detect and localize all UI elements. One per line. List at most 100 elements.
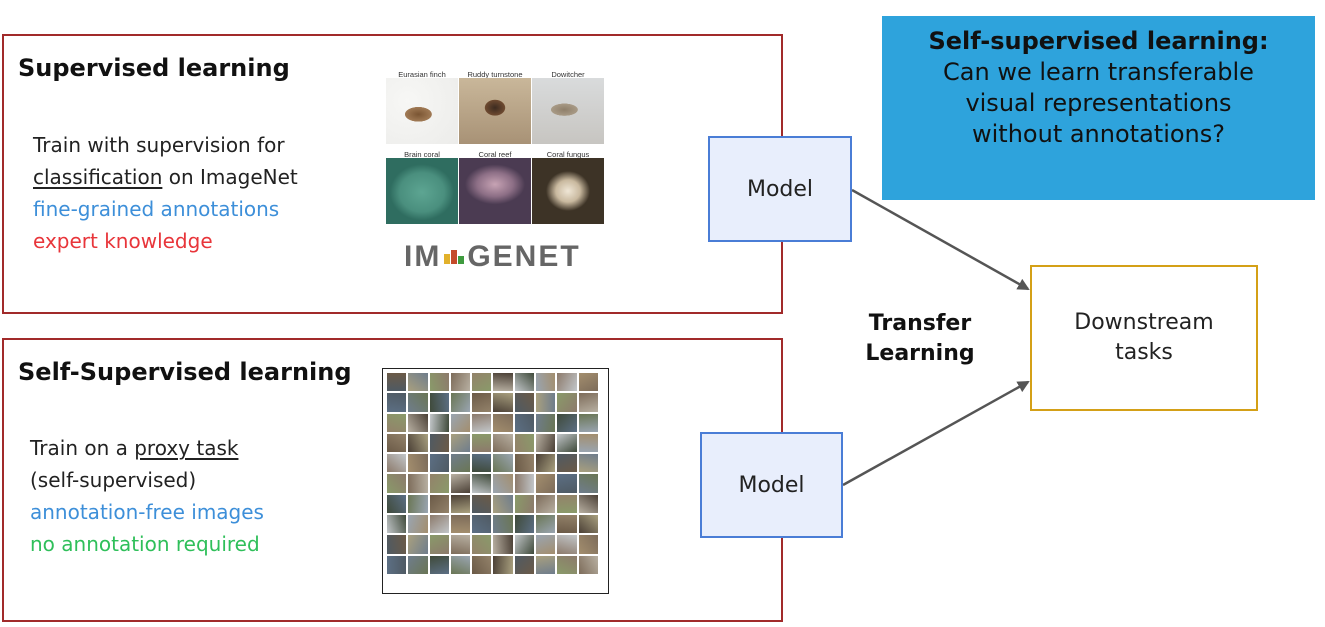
mosaic-thumbnail bbox=[450, 515, 471, 534]
mosaic-thumbnail bbox=[472, 433, 492, 453]
image-caption: Eurasian finch bbox=[398, 70, 446, 79]
self-supervised-learning-description: Train on a proxy task (self-supervised) … bbox=[30, 432, 264, 560]
mosaic-thumbnail bbox=[450, 555, 471, 574]
transfer-learning-label: Transfer Learning bbox=[865, 311, 975, 366]
unlabeled-image-mosaic bbox=[382, 368, 609, 594]
mosaic-thumbnail bbox=[536, 474, 556, 493]
mosaic-thumbnail bbox=[536, 515, 556, 534]
mosaic-thumbnail bbox=[514, 474, 535, 493]
callout-line-2: visual representations bbox=[965, 89, 1232, 117]
self-supervised-question-callout: Self-supervised learning: Can we learn t… bbox=[882, 16, 1315, 200]
mosaic-thumbnail bbox=[450, 393, 471, 412]
mosaic-thumbnail bbox=[408, 535, 428, 554]
mosaic-thumbnail bbox=[514, 535, 535, 554]
ruddy-turnstone-image bbox=[459, 78, 531, 144]
mosaic-thumbnail bbox=[536, 433, 556, 453]
mosaic-thumbnail bbox=[557, 535, 577, 554]
mosaic-thumbnail bbox=[387, 373, 407, 392]
mosaic-thumbnail bbox=[578, 555, 598, 574]
imagenet-logo-mark bbox=[442, 244, 466, 266]
mosaic-thumbnail bbox=[429, 393, 449, 412]
mosaic-thumbnail bbox=[514, 413, 535, 432]
mosaic-thumbnail bbox=[536, 393, 556, 412]
brain-coral-image bbox=[386, 158, 458, 224]
mosaic-thumbnail bbox=[429, 515, 449, 534]
mosaic-thumbnail bbox=[472, 555, 492, 574]
supervised-learning-title: Supervised learning bbox=[18, 54, 290, 82]
mosaic-thumbnail bbox=[472, 474, 492, 493]
mosaic-thumbnail bbox=[450, 474, 471, 493]
mosaic-thumbnail bbox=[408, 433, 428, 453]
mosaic-thumbnail bbox=[408, 515, 428, 534]
mosaic-thumbnail bbox=[557, 494, 577, 514]
image-caption: Coral reef bbox=[478, 150, 512, 159]
coral-reef-image bbox=[459, 158, 531, 224]
coral-fungus-image bbox=[532, 158, 604, 224]
mosaic-thumbnail bbox=[429, 454, 449, 473]
mosaic-thumbnail bbox=[387, 393, 407, 412]
image-caption: Ruddy turnstone bbox=[467, 70, 523, 79]
mosaic-thumbnail bbox=[387, 474, 407, 493]
mosaic-thumbnail bbox=[514, 494, 535, 514]
mosaic-thumbnail bbox=[472, 454, 492, 473]
mosaic-thumbnail bbox=[408, 555, 428, 574]
mosaic-thumbnail bbox=[472, 494, 492, 514]
mosaic-thumbnail bbox=[514, 433, 535, 453]
mosaic-thumbnail bbox=[514, 454, 535, 473]
mosaic-thumbnail bbox=[450, 535, 471, 554]
supervised-line-2-rest: on ImageNet bbox=[162, 165, 298, 189]
arrow-bottom-model-to-downstream bbox=[842, 380, 1030, 487]
mosaic-thumbnail bbox=[429, 494, 449, 514]
mosaic-thumbnail bbox=[536, 555, 556, 574]
no-annotation-required-text: no annotation required bbox=[30, 532, 260, 556]
mosaic-thumbnail bbox=[387, 515, 407, 534]
mosaic-thumbnail bbox=[578, 474, 598, 493]
callout-heading: Self-supervised learning: bbox=[928, 27, 1269, 55]
mosaic-thumbnail bbox=[408, 373, 428, 392]
mosaic-thumbnail bbox=[387, 535, 407, 554]
mosaic-thumbnail bbox=[493, 393, 513, 412]
downstream-tasks-box: Downstream tasks bbox=[1030, 265, 1258, 411]
model-label: Model bbox=[746, 176, 814, 202]
mosaic-thumbnail bbox=[429, 555, 449, 574]
supervised-learning-description: Train with supervision for classificatio… bbox=[33, 129, 298, 257]
mosaic-thumbnail bbox=[514, 555, 535, 574]
mosaic-thumbnail bbox=[493, 474, 513, 493]
mosaic-thumbnail bbox=[387, 454, 407, 473]
mosaic-thumbnail bbox=[429, 433, 449, 453]
mosaic-thumbnail bbox=[514, 515, 535, 534]
mosaic-thumbnail bbox=[493, 454, 513, 473]
mosaic-thumbnail bbox=[493, 433, 513, 453]
classification-term: classification bbox=[33, 165, 163, 189]
mosaic-thumbnail bbox=[536, 413, 556, 432]
self-supervised-learning-title: Self-Supervised learning bbox=[18, 358, 352, 386]
mosaic-thumbnail bbox=[472, 535, 492, 554]
mosaic-thumbnail bbox=[450, 454, 471, 473]
arrow-top-model-to-downstream bbox=[851, 188, 1030, 291]
mosaic-thumbnail bbox=[429, 535, 449, 554]
mosaic-thumbnail bbox=[557, 454, 577, 473]
mosaic-thumbnail bbox=[493, 373, 513, 392]
mosaic-thumbnail bbox=[536, 494, 556, 514]
mosaic-thumbnail bbox=[472, 373, 492, 392]
mosaic-thumbnail bbox=[557, 433, 577, 453]
image-caption: Coral fungus bbox=[546, 150, 590, 159]
model-box-supervised: Model bbox=[708, 136, 852, 242]
mosaic-thumbnail bbox=[578, 373, 598, 392]
mosaic-thumbnail bbox=[578, 433, 598, 453]
mosaic-thumbnail bbox=[493, 555, 513, 574]
mosaic-thumbnail bbox=[536, 373, 556, 392]
supervised-line-2: classification on ImageNet bbox=[33, 161, 298, 193]
mosaic-thumbnail bbox=[387, 494, 407, 514]
mosaic-thumbnail bbox=[387, 555, 407, 574]
supervised-learning-panel: Supervised learning Train with supervisi… bbox=[2, 34, 783, 314]
mosaic-thumbnail bbox=[514, 393, 535, 412]
mosaic-thumbnail bbox=[408, 474, 428, 493]
mosaic-thumbnail bbox=[450, 433, 471, 453]
model-label: Model bbox=[738, 472, 805, 498]
mosaic-thumbnail bbox=[557, 373, 577, 392]
mosaic-thumbnail bbox=[429, 373, 449, 392]
mosaic-thumbnail bbox=[472, 393, 492, 412]
